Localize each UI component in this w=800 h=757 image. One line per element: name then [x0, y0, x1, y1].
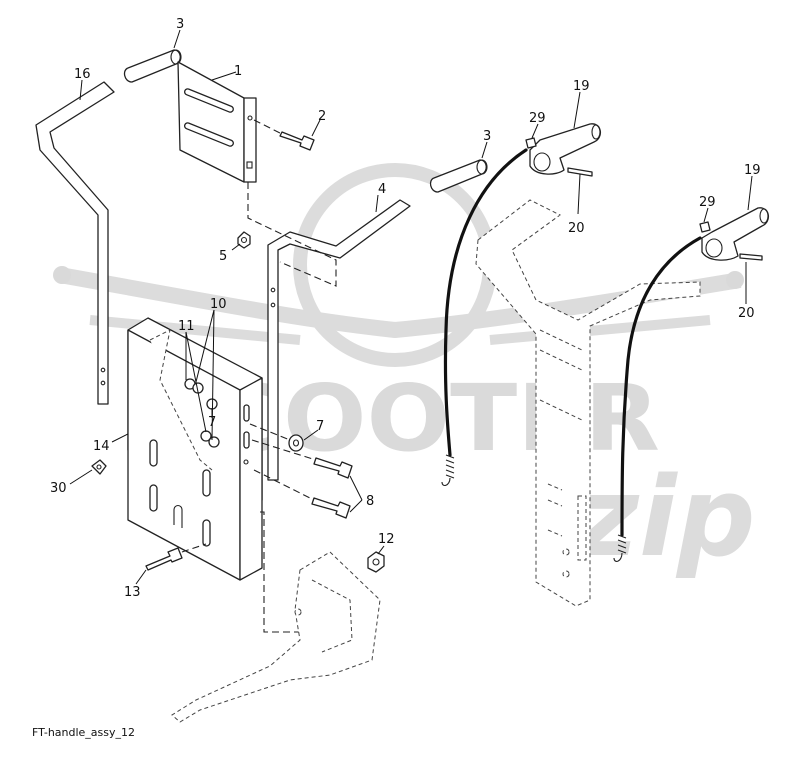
- label-3b: 3: [483, 129, 491, 144]
- part-10-11-hardware: [184, 378, 220, 448]
- part-29-clip-upper: [525, 137, 537, 149]
- watermark-dot-left: [53, 266, 71, 284]
- label-20b: 20: [738, 306, 755, 321]
- cable-spring-upper: [441, 454, 455, 487]
- label-29a: 29: [529, 111, 546, 126]
- label-13: 13: [124, 585, 141, 600]
- label-14: 14: [93, 439, 110, 454]
- part-19-control-lever-upper: [529, 123, 601, 175]
- part-8-bolts: [251, 439, 353, 519]
- label-20a: 20: [568, 221, 585, 236]
- part-20-pin-upper: [567, 167, 593, 177]
- label-12: 12: [378, 532, 395, 547]
- label-4: 4: [378, 182, 386, 197]
- label-2: 2: [318, 109, 326, 124]
- cable-lower: [620, 236, 702, 537]
- part-20-pin-lower: [739, 253, 763, 261]
- label-8: 8: [366, 494, 374, 509]
- part-7-washer: [249, 423, 304, 452]
- part-3-pin-left: [123, 49, 182, 83]
- part-1-bracket-plate: [177, 61, 257, 183]
- label-5: 5: [219, 249, 227, 264]
- watermark-script-text: zip: [574, 453, 755, 581]
- label-1: 1: [234, 64, 242, 79]
- label-19a: 19: [573, 79, 590, 94]
- part-29-clip-lower: [699, 221, 711, 233]
- label-11: 11: [178, 319, 195, 334]
- label-7b: 7: [316, 419, 324, 434]
- cable-spring-lower: [613, 534, 627, 562]
- ghost-frame-lower: [171, 551, 381, 723]
- leader-lines: [69, 29, 753, 585]
- label-3a: 3: [176, 17, 184, 32]
- part-3-pin-right: [429, 159, 488, 193]
- label-19b: 19: [744, 163, 761, 178]
- part-5-nut: [237, 231, 251, 249]
- part-4-handle-frame: [247, 182, 411, 481]
- label-30: 30: [50, 481, 67, 496]
- part-30-clip: [91, 459, 107, 475]
- cable-upper: [443, 148, 528, 457]
- part-16-handle-bar: [35, 81, 115, 405]
- part-12-nut: [367, 551, 385, 573]
- watermark-dot-right: [726, 271, 744, 289]
- part-14-mounting-plate: [127, 317, 300, 633]
- label-16: 16: [74, 67, 91, 82]
- part-2-bolt: [253, 119, 315, 151]
- label-7a: 7: [208, 415, 216, 430]
- part-19-control-lever-lower: [701, 207, 769, 261]
- label-10: 10: [210, 297, 227, 312]
- diagram-caption: FT-handle_assy_12: [32, 726, 135, 739]
- label-29b: 29: [699, 195, 716, 210]
- callout-labels: 1 2 3 3 4 5 7 7 8 10 11 12 13 14 16 19 1…: [50, 17, 761, 600]
- part-13-bolt: [145, 543, 207, 571]
